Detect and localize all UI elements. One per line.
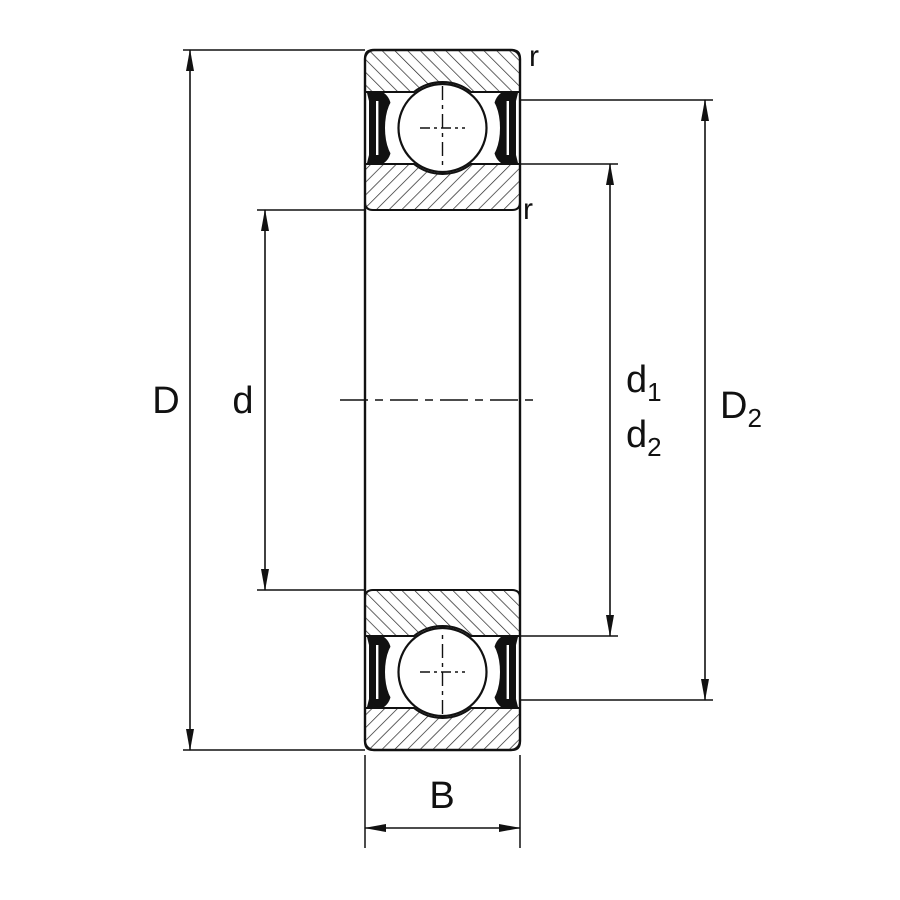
dimension-B: B <box>364 755 521 848</box>
label-D: D <box>152 380 179 422</box>
dimension-d: d <box>232 209 365 591</box>
label-r-inner: r <box>523 193 533 226</box>
dimension-d1-d2: d1 d2 <box>520 163 662 637</box>
section-top-half <box>363 48 522 212</box>
dimension-D2: D2 <box>520 99 762 701</box>
label-D2: D2 <box>720 385 762 433</box>
section-bottom-half <box>363 588 522 752</box>
label-d1: d1 <box>626 359 662 407</box>
label-r-outer: r <box>529 40 539 73</box>
label-B: B <box>429 775 454 817</box>
dimension-D: D <box>152 49 365 751</box>
label-d2: d2 <box>626 414 662 462</box>
label-d: d <box>232 380 253 422</box>
